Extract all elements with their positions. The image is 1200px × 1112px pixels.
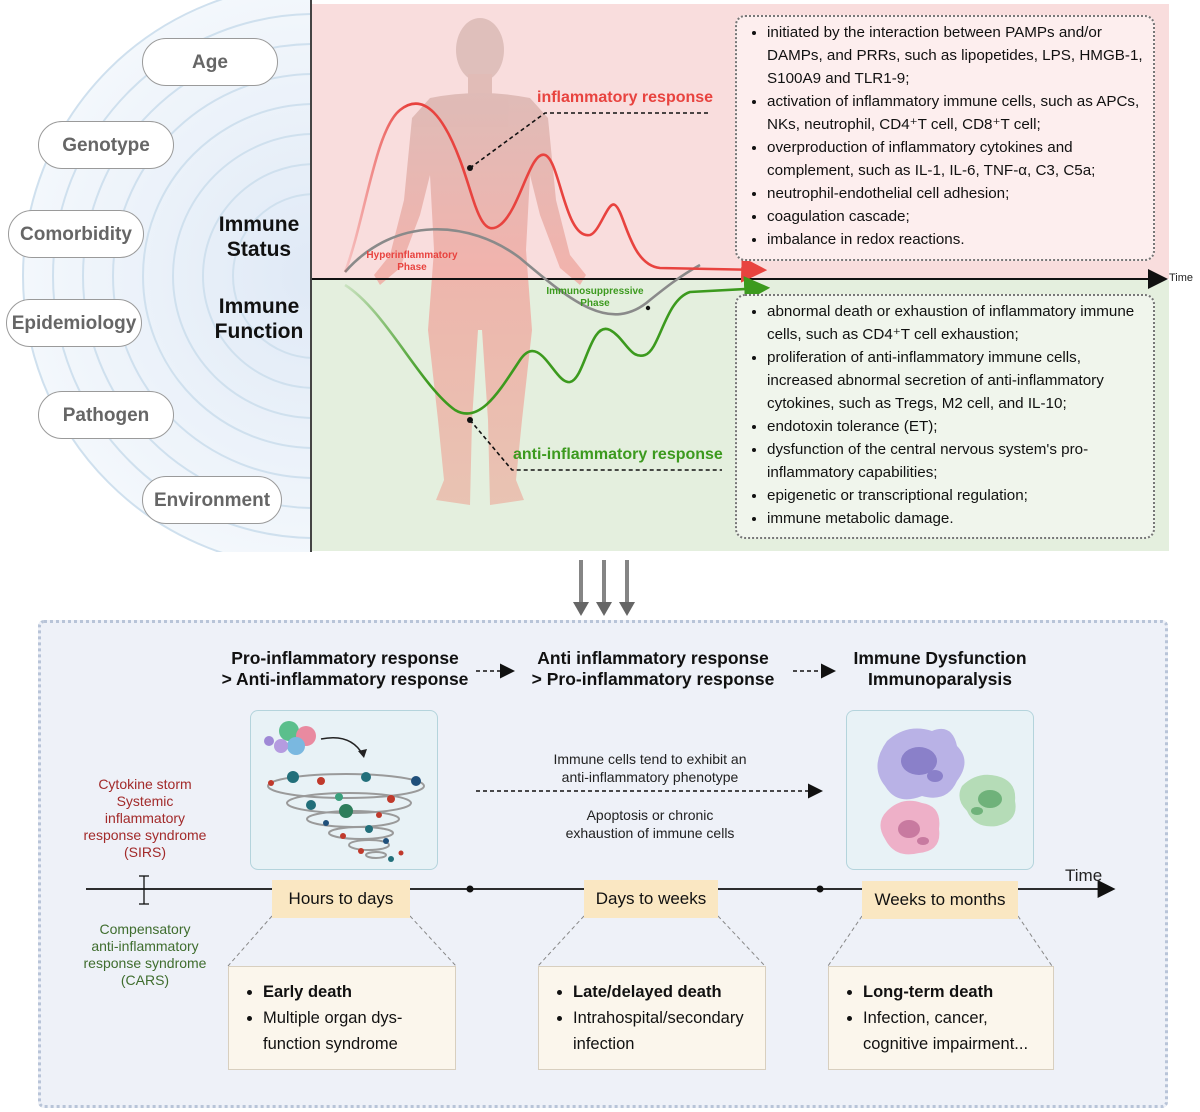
immune-response-curves xyxy=(312,18,1168,505)
factor-epidemiology: Epidemiology xyxy=(6,299,142,347)
cytokine-storm-illustration xyxy=(250,710,438,870)
list-item: overproduction of inflammatory cytokines… xyxy=(767,136,1143,182)
factor-age: Age xyxy=(142,38,278,86)
cars-label: Compensatory anti-inflammatory response … xyxy=(83,921,207,988)
list-item: imbalance in redox reactions. xyxy=(767,228,1143,251)
outcome-long-term-death-box: Long-term death Infection, cancer, cogni… xyxy=(828,966,1054,1070)
list-item: initiated by the interaction between PAM… xyxy=(767,21,1143,90)
immune-cells-icon xyxy=(877,728,1016,855)
inflammatory-mechanisms-list: initiated by the interaction between PAM… xyxy=(745,21,1143,251)
outcome-detail: Infection, cancer, cognitive impairment.… xyxy=(863,1005,1041,1057)
outcome-title: Late/delayed death xyxy=(573,979,753,1005)
stage-time-days-to-weeks: Days to weeks xyxy=(584,880,718,918)
outcome-title: Long-term death xyxy=(863,979,1041,1005)
sirs-label: Cytokine storm Systemic inflammatory res… xyxy=(83,776,207,860)
list-item: activation of inflammatory immune cells,… xyxy=(767,90,1143,136)
phenotype-shift-text: Immune cells tend to exhibit an anti-inf… xyxy=(553,751,747,785)
outcome-title: Early death xyxy=(263,979,443,1005)
dysfunctional-cells-illustration xyxy=(846,710,1034,870)
list-item: abnormal death or exhaustion of inflamma… xyxy=(767,300,1143,346)
anti-inflammatory-mechanisms-list: abnormal death or exhaustion of inflamma… xyxy=(745,300,1143,530)
factor-genotype: Genotype xyxy=(38,121,174,169)
factor-pathogen: Pathogen xyxy=(38,391,174,439)
anti-inflammatory-mechanisms-box: abnormal death or exhaustion of inflamma… xyxy=(735,294,1155,539)
outcome-detail: Multiple organ dys- function syndrome xyxy=(263,1005,443,1057)
list-item: coagulation cascade; xyxy=(767,205,1143,228)
immunosuppressive-phase-label: Immunosuppressive Phase xyxy=(546,286,644,309)
list-item: dysfunction of the central nervous syste… xyxy=(767,438,1143,484)
list-item: endotoxin tolerance (ET); xyxy=(767,415,1143,438)
stage-title-pro-inflammatory: Pro-inflammatory response > Anti-inflamm… xyxy=(221,648,469,689)
list-item: neutrophil-endothelial cell adhesion; xyxy=(767,182,1143,205)
stage-time-weeks-to-months: Weeks to months xyxy=(862,881,1018,919)
transition-arrows-icon xyxy=(573,560,635,616)
stage-time-hours-to-days: Hours to days xyxy=(272,880,410,918)
list-item: epigenetic or transcriptional regulation… xyxy=(767,484,1143,507)
inflammatory-mechanisms-box: initiated by the interaction between PAM… xyxy=(735,15,1155,261)
factor-environment: Environment xyxy=(142,476,282,524)
apoptosis-text: Apoptosis or chronic exhaustion of immun… xyxy=(565,807,735,841)
factor-comorbidity: Comorbidity xyxy=(8,210,144,258)
human-body-silhouette xyxy=(374,18,586,505)
outcome-detail: Intrahospital/secondary infection xyxy=(573,1005,753,1057)
immune-status-label: Immune Status xyxy=(218,213,300,261)
outcome-late-death-box: Late/delayed death Intrahospital/seconda… xyxy=(538,966,766,1070)
inflammatory-response-label: inflammatory response xyxy=(537,89,714,106)
hyperinflammatory-phase-label: Hyperinflammatory Phase xyxy=(366,250,458,273)
cytokine-tornado-icon xyxy=(264,721,425,862)
immune-function-label: Immune Function xyxy=(214,295,304,343)
list-item: proliferation of anti-inflammatory immun… xyxy=(767,346,1143,415)
anti-inflammatory-response-label: anti-inflammatory response xyxy=(513,446,723,463)
stage-title-anti-inflammatory: Anti inflammatory response > Pro-inflamm… xyxy=(531,648,775,689)
stage-title-immune-dysfunction: Immune Dysfunction Immunoparalysis xyxy=(853,648,1027,689)
time-axis-label-bottom: Time xyxy=(1065,866,1103,885)
time-axis-label-top: Time xyxy=(1169,272,1194,284)
outcome-early-death-box: Early death Multiple organ dys- function… xyxy=(228,966,456,1070)
panel-divider xyxy=(310,0,312,552)
list-item: immune metabolic damage. xyxy=(767,507,1143,530)
